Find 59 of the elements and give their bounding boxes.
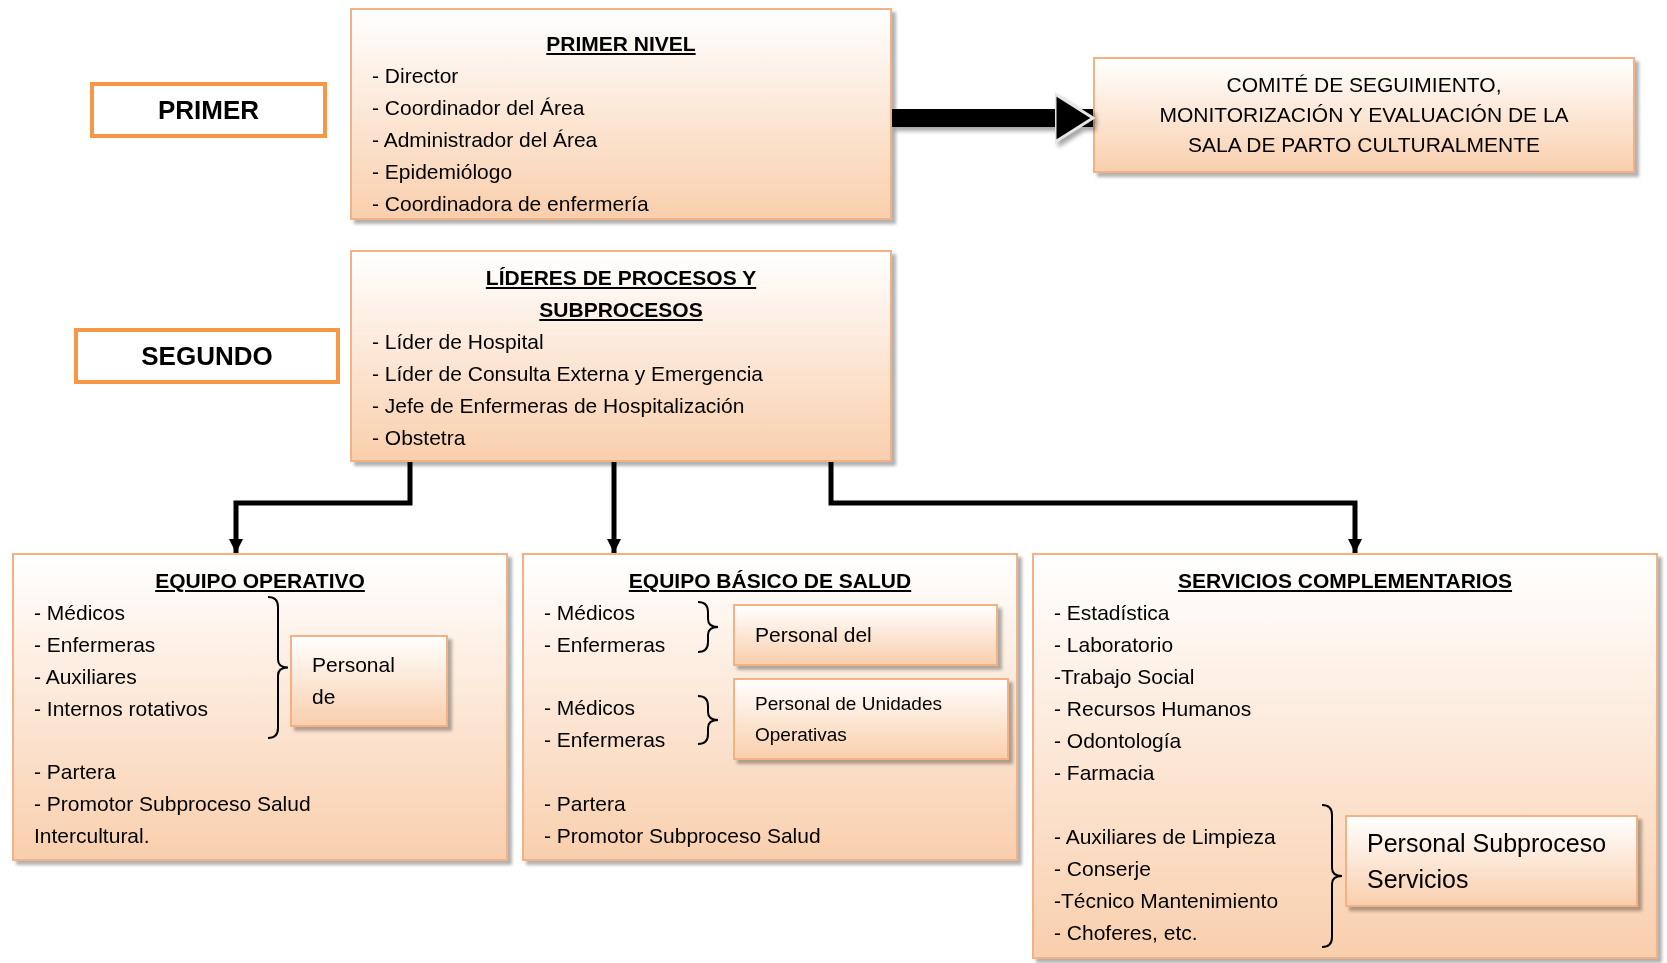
list-item: - Odontología [1054,728,1182,754]
box-heading: LÍDERES DE PROCESOS Y SUBPROCESOS [484,265,758,323]
list-item: - Laboratorio [1054,632,1174,658]
list-item: - Obstetra [372,425,466,451]
list-item: - Partera [34,759,116,785]
arrow [892,92,1095,144]
list-item: - Promotor Subproceso Salud Intercultural. [34,791,312,849]
org-box [290,635,448,727]
list-item: - Epidemiólogo [372,159,513,185]
box-text: Personal Subproceso Servicios [1367,828,1608,895]
list-item: -Trabajo Social [1054,664,1195,690]
org-box [733,678,1009,760]
org-box [350,8,892,220]
list-item: - Promotor Subproceso Salud [544,823,821,849]
list-item: - Coordinador del Área [372,95,585,121]
box-text: Personal del [755,622,872,648]
level-label-box [90,82,327,138]
org-box [1032,553,1658,959]
list-item: - Líder de Hospital [372,329,544,355]
box-heading: SERVICIOS COMPLEMENTARIOS [1177,568,1513,594]
arrow [229,462,413,553]
list-item: - Director [372,63,459,89]
arrow [828,462,1362,553]
list-item: - Partera [544,791,626,817]
list-item: - Jefe de Enfermeras de Hospitalización [372,393,745,419]
list-item: - Enfermeras [544,727,666,753]
list-item: - Estadística [1054,600,1170,626]
box-heading: EQUIPO BÁSICO DE SALUD [628,568,912,594]
list-item: - Médicos [34,600,126,626]
list-item: - Coordinadora de enfermería [372,191,649,217]
list-item: - Recursos Humanos [1054,696,1252,722]
list-item: - Auxiliares de Limpieza [1054,824,1276,850]
org-box [350,250,892,462]
list-item: - Auxiliares [34,664,137,690]
list-item: - Conserje [1054,856,1151,882]
list-item: - Administrador del Área [372,127,598,153]
org-box [1345,815,1638,907]
level-label: SEGUNDO [141,340,273,372]
list-item: - Choferes, etc. [1054,920,1198,946]
list-item: - Líder de Consulta Externa y Emergencia [372,361,764,387]
level-label-box [74,328,340,384]
box-text: Personal de Unidades Operativas [755,692,943,747]
level-label: PRIMER [157,94,260,126]
org-box [12,553,508,861]
arrow [607,462,621,553]
list-item: - Internos rotativos [34,696,208,722]
box-text: Personal de [312,652,396,710]
list-item: -Técnico Mantenimiento [1054,888,1279,914]
list-item: - Enfermeras [34,632,156,658]
list-item: - Farmacia [1054,760,1155,786]
box-text: COMITÉ DE SEGUIMIENTO, MONITORIZACIÓN Y EVALUACIÓN DE LA SALA DE PARTO CULTURALMENTE [1158,72,1570,158]
list-item: - Médicos [544,695,636,721]
box-heading: PRIMER NIVEL [546,31,696,57]
org-box [522,553,1018,861]
box-heading: EQUIPO OPERATIVO [155,568,365,594]
org-box [1093,57,1635,173]
list-item: - Médicos [544,600,636,626]
org-box [733,604,998,666]
list-item: - Enfermeras [544,632,666,658]
